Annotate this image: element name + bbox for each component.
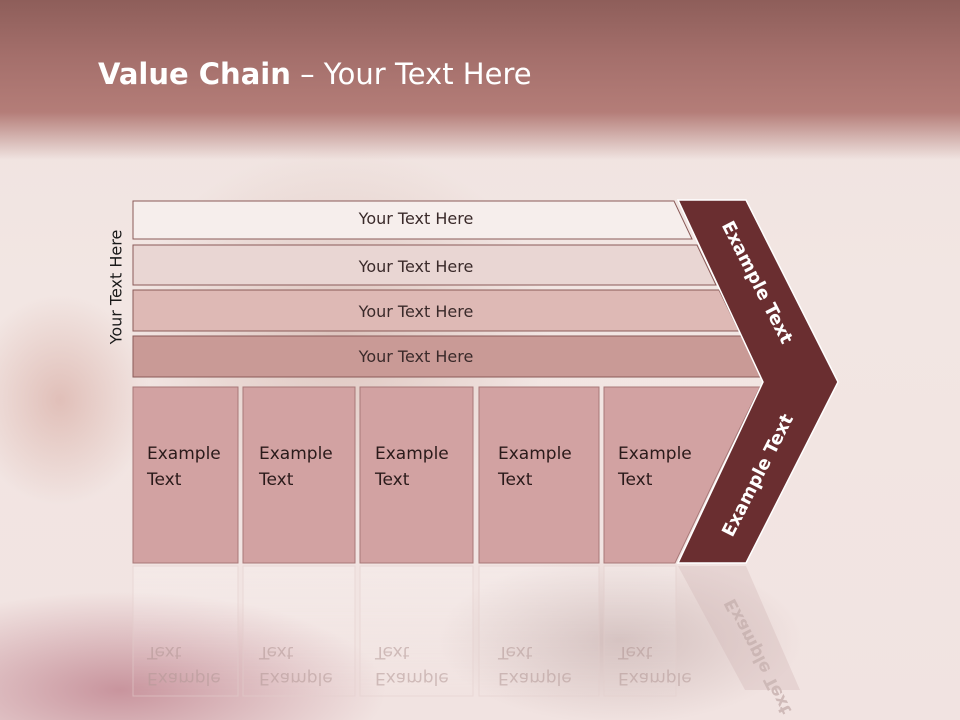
- support-bar-label-2: Your Text Here: [358, 257, 474, 276]
- reflection-text-3b: Text: [374, 642, 410, 662]
- primary-box-text-1a: Example: [147, 444, 221, 464]
- reflection-box-1: [132, 565, 239, 697]
- diagram-reflection: Example Text Example Text Example Text E…: [132, 565, 800, 717]
- reflection-text-2b: Text: [258, 642, 294, 662]
- primary-box-text-1b: Text: [146, 470, 182, 490]
- support-bar-label-1: Your Text Here: [358, 209, 474, 228]
- primary-box-text-3a: Example: [375, 444, 449, 464]
- support-bar-1: [132, 200, 693, 240]
- reflection-box-2: [242, 565, 356, 697]
- support-bar-label-3: Your Text Here: [358, 302, 474, 321]
- reflection-text-4b: Text: [497, 642, 533, 662]
- primary-box-1: [132, 386, 239, 564]
- title-band: [0, 0, 960, 160]
- reflection-text-1a: Example: [147, 668, 221, 688]
- reflection-text-2a: Example: [259, 668, 333, 688]
- reflection-box-3: [359, 565, 474, 697]
- primary-box-text-4b: Text: [497, 470, 533, 490]
- reflection-text-1b: Text: [146, 642, 182, 662]
- reflection-box-4: [478, 565, 600, 697]
- primary-box-text-5a: Example: [618, 444, 692, 464]
- primary-box-3: [359, 386, 474, 564]
- title-rest: – Your Text Here: [290, 57, 532, 91]
- primary-box-text-2a: Example: [259, 444, 333, 464]
- primary-box-text-3b: Text: [374, 470, 410, 490]
- support-bar-2: [132, 244, 717, 286]
- primary-boxes: Example Text Example Text Example Text E…: [132, 386, 761, 564]
- reflection-text-3a: Example: [375, 668, 449, 688]
- primary-box-text-5b: Text: [617, 470, 653, 490]
- reflection-text-5b: Text: [617, 642, 653, 662]
- primary-box-5: [603, 386, 761, 564]
- margin-chevron-shape: [676, 199, 839, 564]
- support-bar-label-4: Your Text Here: [358, 347, 474, 366]
- primary-box-text-2b: Text: [258, 470, 294, 490]
- reflection-text-4a: Example: [498, 668, 572, 688]
- support-bars: Your Text Here Your Text Here Your Text …: [132, 200, 764, 378]
- reflection-chevron: [678, 566, 800, 690]
- primary-box-4: [478, 386, 600, 564]
- reflection-text-5a: Example: [618, 668, 692, 688]
- page-title: Value Chain – Your Text Here: [98, 52, 532, 96]
- title-bold: Value Chain: [98, 57, 291, 91]
- primary-box-text-4a: Example: [498, 444, 572, 464]
- primary-box-2: [242, 386, 356, 564]
- reflection-box-5: [603, 565, 677, 697]
